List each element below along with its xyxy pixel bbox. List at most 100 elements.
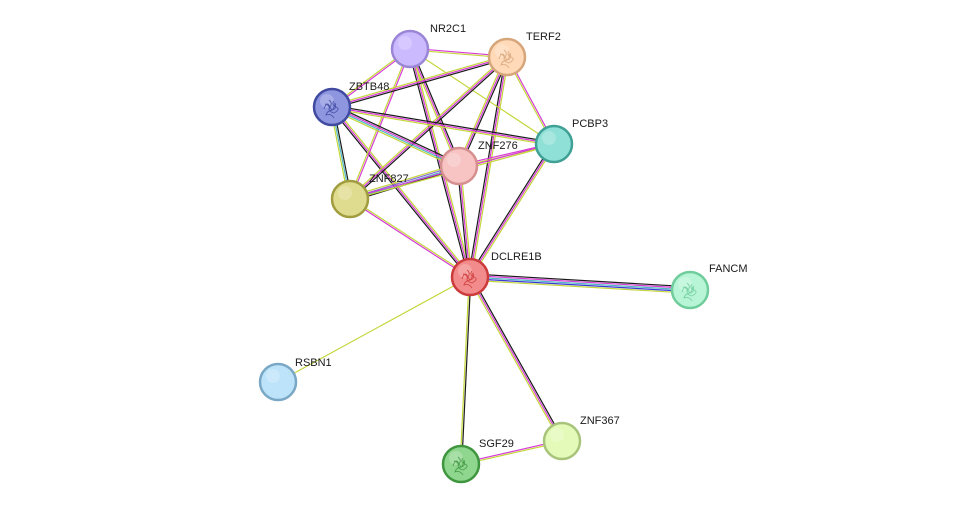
node-highlight xyxy=(678,277,692,291)
node-highlight xyxy=(458,264,472,278)
edge-dclre1b-pcbp3[interactable] xyxy=(468,142,556,279)
node-highlight xyxy=(447,153,461,167)
edge-line-coexpression xyxy=(469,273,691,288)
edge-line-textmining xyxy=(330,54,508,107)
edge-dclre1b-sgf29[interactable] xyxy=(459,276,472,465)
edge-line-experiments xyxy=(469,274,691,290)
protein-structure-icon xyxy=(323,99,339,119)
edge-line-textmining xyxy=(409,48,555,145)
node-circle[interactable] xyxy=(450,257,490,297)
edge-nr2c1-znf827[interactable] xyxy=(348,48,412,200)
node-pcbp3[interactable]: PCBP3 xyxy=(534,118,608,164)
edge-line-experiments xyxy=(469,56,508,278)
node-circle[interactable] xyxy=(439,146,479,186)
node-label: RSBN1 xyxy=(295,357,332,369)
edge-line-textmining xyxy=(331,107,555,147)
edge-line-coexpression xyxy=(331,104,555,144)
node-circle[interactable] xyxy=(330,179,370,219)
node-circle[interactable] xyxy=(312,87,352,127)
protein-structure-icon xyxy=(681,282,697,302)
node-label: ZNF367 xyxy=(580,415,620,427)
node-highlight xyxy=(338,186,352,200)
node-nr2c1[interactable]: NR2C1 xyxy=(390,23,466,69)
edge-line-coexpression xyxy=(410,47,462,166)
edge-line-experiments xyxy=(458,56,508,167)
node-label: DCLRE1B xyxy=(491,251,542,263)
node-circle[interactable] xyxy=(441,444,481,484)
edge-line-coexpression xyxy=(461,276,472,465)
edge-line-experiments xyxy=(469,276,563,442)
edge-line-coexpression xyxy=(467,56,507,278)
edge-line-experiments xyxy=(331,56,508,108)
edge-line-coexpression xyxy=(332,104,461,165)
edge-nr2c1-znf276[interactable] xyxy=(407,47,462,168)
node-dclre1b[interactable]: DCLRE1B xyxy=(450,251,542,297)
node-znf276[interactable]: ZNF276 xyxy=(439,140,518,186)
edge-terf2-zbtb48[interactable] xyxy=(330,54,509,110)
protein-structure-icon xyxy=(461,269,477,289)
edge-line-coexpression xyxy=(468,142,554,277)
edge-line-experiments xyxy=(331,105,460,166)
edge-dclre1b-terf2[interactable] xyxy=(467,56,510,278)
edge-line-textmining xyxy=(348,48,410,200)
node-circle[interactable] xyxy=(670,270,710,310)
node-znf367[interactable]: ZNF367 xyxy=(542,415,620,461)
edge-line-textmining xyxy=(277,276,471,383)
edge-dclre1b-znf367[interactable] xyxy=(468,275,564,443)
edge-line-experiments xyxy=(349,56,508,200)
edge-zbtb48-pcbp3[interactable] xyxy=(331,104,555,147)
node-highlight xyxy=(550,428,564,442)
edge-dclre1b-znf827[interactable] xyxy=(348,197,472,279)
node-highlight xyxy=(398,36,412,50)
edge-dclre1b-zbtb48[interactable] xyxy=(330,105,472,279)
edge-line-experiments xyxy=(409,48,460,167)
edge-line-database xyxy=(469,276,691,291)
edge-zbtb48-znf276[interactable] xyxy=(330,104,461,169)
edge-line-database xyxy=(331,107,460,168)
edge-line-textmining xyxy=(468,277,562,443)
edge-line-coexpression xyxy=(350,57,509,201)
node-label: TERF2 xyxy=(526,31,561,43)
edge-line-experiments xyxy=(348,199,471,279)
edge-line-textmining xyxy=(407,49,459,168)
node-circle[interactable] xyxy=(542,421,582,461)
node-circle[interactable] xyxy=(258,362,298,402)
node-label: SGF29 xyxy=(479,438,514,450)
edge-dclre1b-rsbn1[interactable] xyxy=(277,276,471,383)
node-circle[interactable] xyxy=(390,29,430,69)
node-rsbn1[interactable]: RSBN1 xyxy=(258,357,332,402)
node-highlight xyxy=(320,94,334,108)
node-highlight xyxy=(495,44,509,58)
node-circle[interactable] xyxy=(534,124,574,164)
node-circle[interactable] xyxy=(487,37,527,77)
node-terf2[interactable]: TERF2 xyxy=(487,31,561,77)
edge-dclre1b-fancm[interactable] xyxy=(469,273,691,294)
edge-line-textmining xyxy=(469,279,691,294)
node-sgf29[interactable]: SGF29 xyxy=(441,438,514,484)
node-highlight xyxy=(266,369,280,383)
edge-line-experiments xyxy=(350,48,412,200)
edge-terf2-znf827[interactable] xyxy=(348,55,509,201)
node-highlight xyxy=(542,131,556,145)
edge-line-coexpression xyxy=(407,48,470,279)
edge-line-textmining xyxy=(456,55,507,166)
edge-line-coexpression xyxy=(330,107,470,279)
edge-line-textmining xyxy=(348,55,507,199)
node-label: PCBP3 xyxy=(572,118,608,130)
edge-line-coexpression xyxy=(470,275,564,441)
node-fancm[interactable]: FANCM xyxy=(670,263,748,310)
edge-line-coexpression xyxy=(331,57,509,110)
edge-line-experiments xyxy=(331,106,471,278)
node-label: ZNF276 xyxy=(478,140,518,152)
network-nodes: DCLRE1B NR2C1 TERF2ZBTB48PCBP3ZNF276ZNF827… xyxy=(258,23,748,484)
protein-structure-icon xyxy=(498,49,514,69)
edge-line-cooccurrence xyxy=(469,277,691,293)
node-zbtb48[interactable]: ZBTB48 xyxy=(312,81,389,127)
edge-nr2c1-pcbp3[interactable] xyxy=(409,48,555,145)
edge-line-textmining xyxy=(349,197,472,277)
edge-line-textmining xyxy=(332,105,472,277)
edge-line-coexpression xyxy=(459,57,510,168)
node-znf827[interactable]: ZNF827 xyxy=(330,173,409,219)
edge-terf2-znf276[interactable] xyxy=(456,55,510,168)
